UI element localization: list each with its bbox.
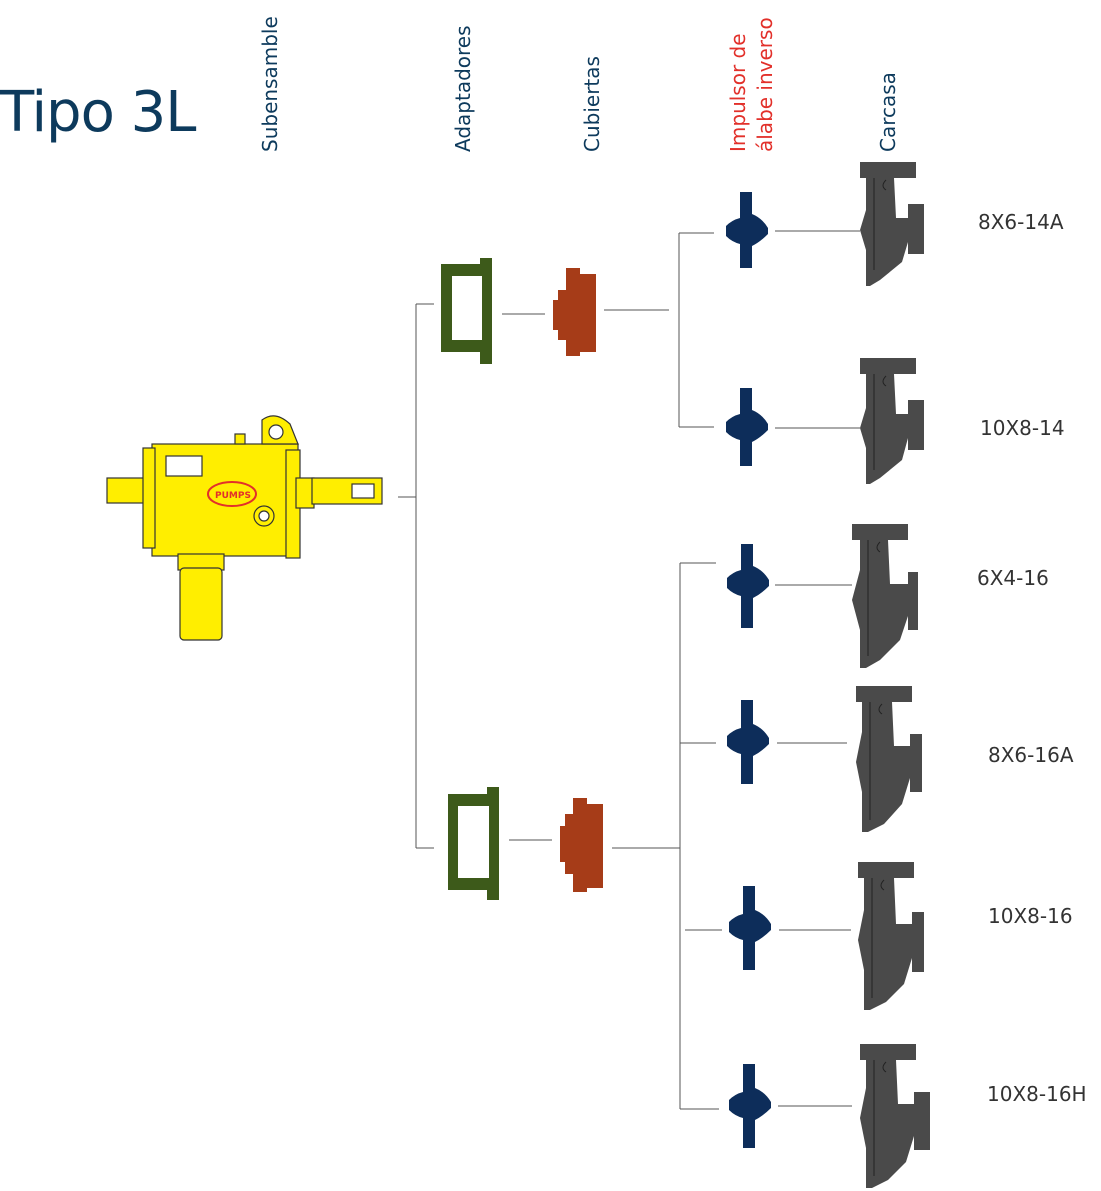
casing-details [867, 178, 887, 1176]
casing-3 [852, 524, 918, 668]
model-label-3: 6X4-16 [977, 566, 1049, 590]
subassembly-image: PUMPS [106, 415, 383, 641]
impeller-4 [727, 700, 769, 784]
model-label-1: 8X6-14A [978, 210, 1064, 234]
adapter-1 [441, 258, 492, 364]
impeller-5 [729, 886, 771, 970]
model-label-2: 10X8-14 [980, 416, 1065, 440]
casing-6 [860, 1044, 930, 1188]
connector-lines [398, 230, 860, 1110]
impellers [726, 192, 771, 1148]
cover-1 [553, 268, 596, 356]
casing-4 [856, 686, 922, 832]
impeller-2 [726, 388, 768, 466]
casings [852, 162, 930, 1188]
model-label-4: 8X6-16A [988, 743, 1074, 767]
casing-2 [860, 358, 924, 484]
adapter-2 [448, 787, 499, 900]
model-label-6: 10X8-16H [987, 1082, 1087, 1106]
cover-2 [560, 798, 603, 892]
subassembly-logo-text: PUMPS [215, 491, 251, 501]
impeller-3 [727, 544, 769, 628]
casing-5 [858, 862, 924, 1010]
impeller-6 [729, 1064, 771, 1148]
impeller-1 [726, 192, 768, 268]
model-label-5: 10X8-16 [988, 904, 1073, 928]
casing-1 [860, 162, 924, 286]
page-title: Tipo 3L [0, 80, 196, 145]
